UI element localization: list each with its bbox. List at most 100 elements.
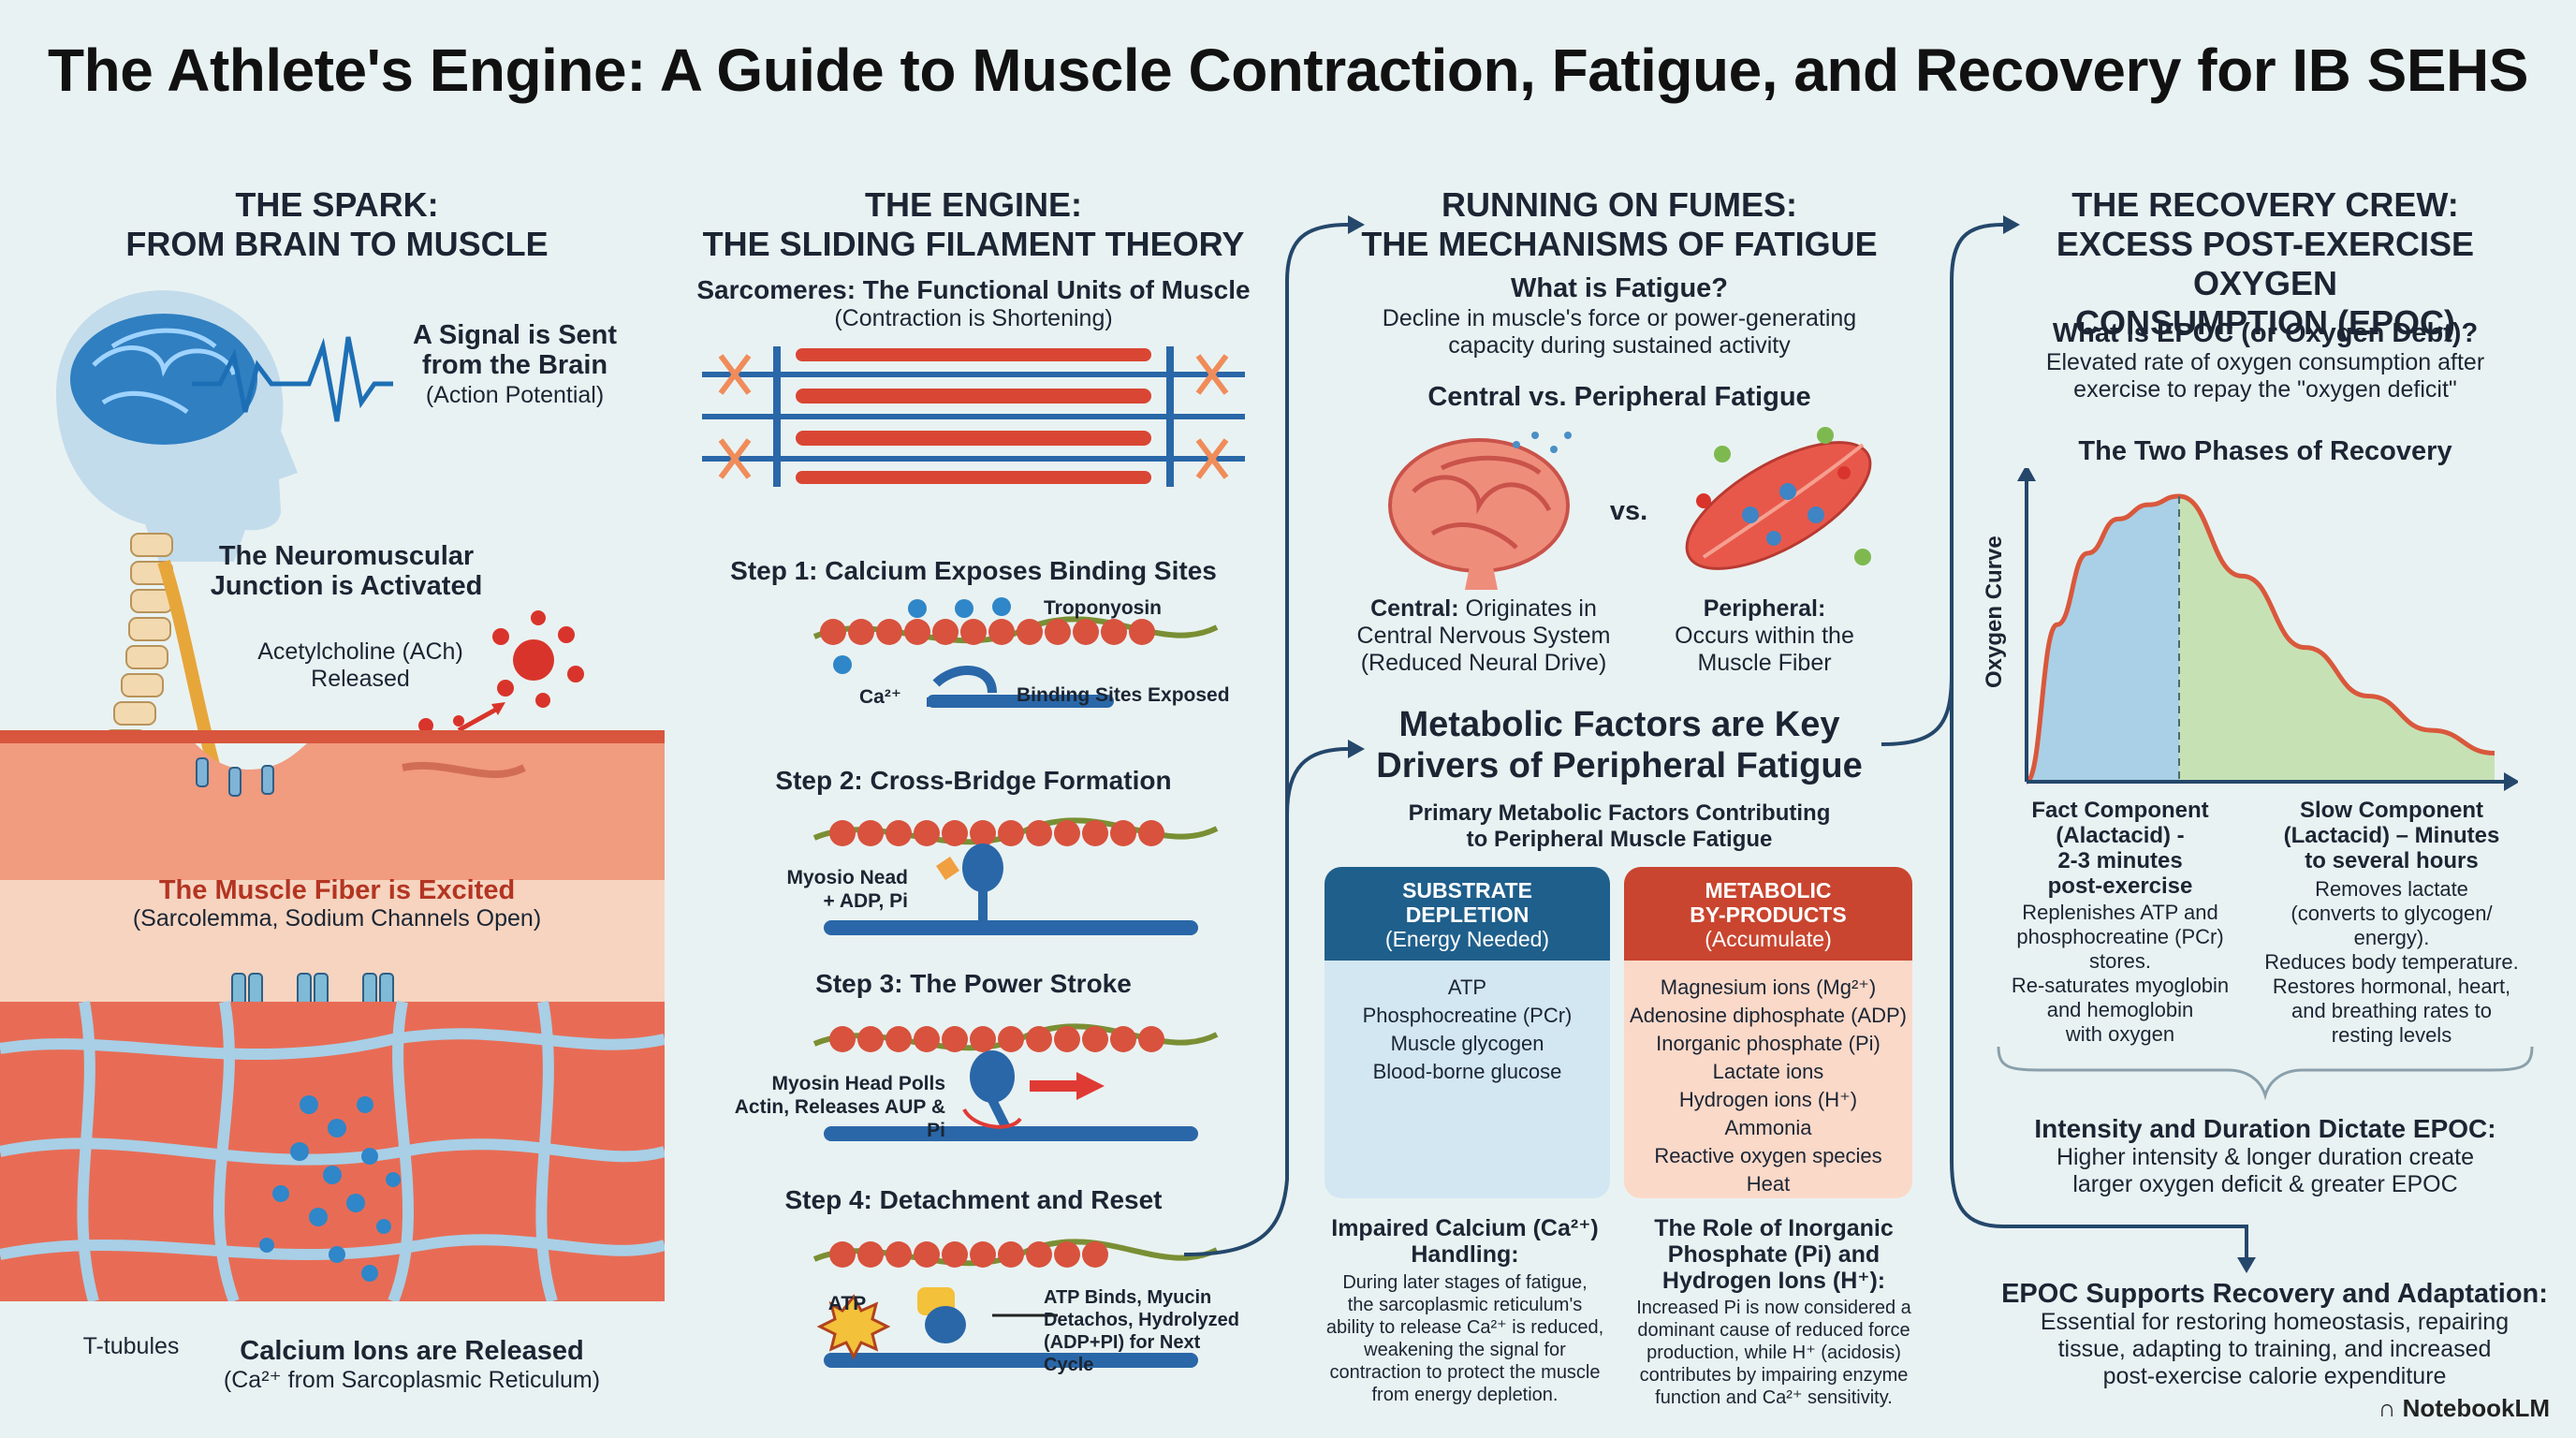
fatigue-definition-line1: Decline in muscle's force or power-gener… — [1382, 305, 1857, 331]
byproducts-head-line1: METABOLIC — [1705, 878, 1832, 902]
substrate-head-line1: SUBSTRATE — [1402, 878, 1532, 902]
nmj-title-line1: The Neuromuscular — [218, 541, 475, 571]
ach-label-line1: Acetylcholine (ACh) — [257, 638, 463, 665]
acetylcholine-molecule-icon — [492, 610, 584, 708]
calcium-ion-label: Ca²⁺ — [859, 686, 901, 708]
peripheral-fatigue-label: Peripheral: — [1703, 595, 1826, 622]
peripheral-fatigue-text: Peripheral: Occurs within the Muscle Fib… — [1647, 595, 1881, 677]
substrate-head-line2: DEPLETION — [1405, 902, 1530, 927]
calcium-release-note: (Ca²⁺ from Sarcoplasmic Reticulum) — [223, 1367, 601, 1393]
primary-factors-subtitle: Primary Metabolic Factors Contributing t… — [1329, 800, 1910, 853]
epoc-what-title: What is EPOC (or Oxygen Debt)? — [2052, 318, 2479, 348]
epoc-definition-line2: exercise to repay the "oxygen deficit" — [2073, 376, 2457, 403]
impaired-calcium-title-line1: Impaired Calcium (Ca²⁺) — [1331, 1215, 1599, 1241]
x-axis-arrow — [2504, 772, 2518, 791]
fatigue-what-title: What is Fatigue? — [1511, 273, 1728, 303]
troponyosin-label: Troponyosin — [1044, 597, 1162, 619]
slow-body-line: Restores hormonal, heart, — [2272, 975, 2511, 998]
fiber-note: (Sarcolemma, Sodium Channels Open) — [132, 905, 542, 932]
phases-title: The Two Phases of Recovery — [2078, 436, 2452, 466]
fast-body-line: with oxygen — [2065, 1022, 2175, 1046]
list-item: Magnesium ions (Mg²⁺) — [1660, 976, 1877, 999]
epoc-definition-line1: Elevated rate of oxygen consumption afte… — [2045, 349, 2485, 375]
step1-title: Step 1: Calcium Exposes Binding Sites — [730, 556, 1217, 585]
col4-header-line3: CONSUMPTION (EPOC) — [2074, 303, 2455, 342]
col4-header-line1: THE RECOVERY CREW: — [2071, 185, 2459, 224]
page-title: The Athlete's Engine: A Guide to Muscle … — [48, 37, 2528, 104]
list-item: Blood-borne glucose — [1372, 1060, 1562, 1083]
spinal-cord — [93, 533, 173, 782]
substrate-depletion-box: SUBSTRATE DEPLETION (Energy Needed) ATP … — [1325, 867, 1610, 1198]
fast-title-line: post-exercise — [2047, 873, 2193, 899]
atp-label: ATP — [827, 1293, 867, 1314]
col4-header-line2: EXCESS POST-EXERCISE OXYGEN — [2056, 225, 2475, 302]
intensity-body: Higher intensity & longer duration creat… — [1984, 1144, 2546, 1198]
intensity-title: Intensity and Duration Dictate EPOC: — [2034, 1114, 2496, 1143]
list-item: Reactive oxygen species — [1654, 1144, 1882, 1167]
central-fatigue-line3: (Reduced Neural Drive) — [1360, 650, 1607, 676]
col1-header-line1: THE SPARK: — [235, 185, 439, 224]
step3-title: Step 3: The Power Stroke — [815, 969, 1132, 998]
supports-line: post-exercise calorie expenditure — [2102, 1363, 2447, 1389]
list-item: Inorganic phosphate (Pi) — [1656, 1032, 1881, 1055]
impaired-calcium-title: Impaired Calcium (Ca²⁺) Handling: — [1310, 1215, 1619, 1268]
slow-component-title: Slow Component (Lactacid) – Minutes to s… — [2251, 798, 2532, 873]
col2-header-line2: THE SLIDING FILAMENT THEORY — [702, 225, 1245, 263]
brain-fatigue-icon — [1388, 432, 1572, 590]
intensity-line2: larger oxygen deficit & greater EPOC — [2072, 1171, 2458, 1197]
primary-factors-line1: Primary Metabolic Factors Contributing — [1408, 800, 1831, 826]
fast-title-line: Fact Component — [2031, 798, 2209, 823]
fast-component-title: Fact Component (Alactacid) - 2-3 minutes… — [1989, 798, 2251, 899]
step2-label-line1: Myosio Nead — [786, 867, 908, 888]
step2-diagram — [812, 817, 1219, 935]
impaired-calcium-body: During later stages of fatigue, the sarc… — [1306, 1271, 1624, 1406]
primary-factors-line2: to Peripheral Muscle Fatigue — [1466, 827, 1773, 852]
col4-header: THE RECOVERY CREW: EXCESS POST-EXERCISE … — [1984, 185, 2546, 343]
binding-sites-label: Binding Sites Exposed — [1017, 684, 1230, 706]
list-item: Hydrogen ions (H⁺) — [1678, 1088, 1858, 1111]
fatigue-definition: Decline in muscle's force or power-gener… — [1329, 305, 1910, 360]
impaired-calcium-line: the sarcoplasmic reticulum's — [1347, 1295, 1583, 1315]
col1-header-line2: FROM BRAIN TO MUSCLE — [125, 225, 549, 263]
logo-text: NotebookLM — [2402, 1394, 2550, 1422]
slow-title-line: Slow Component — [2300, 798, 2483, 823]
metabolic-title: Metabolic Factors are Key Drivers of Per… — [1329, 704, 1910, 786]
pi-hydrogen-title-line2: Phosphate (Pi) and — [1667, 1241, 1881, 1268]
step3-label-line1: Myosin Head Polls — [771, 1073, 945, 1094]
central-vs-peripheral-title: Central vs. Peripheral Fatigue — [1427, 382, 1811, 412]
slow-body-line: resting levels — [2331, 1023, 2452, 1047]
atp-burst-icon — [816, 1294, 891, 1360]
y-axis-arrow — [2017, 468, 2036, 481]
ach-label: Acetylcholine (ACh) Released — [229, 638, 491, 693]
peripheral-fatigue-line2: Muscle Fiber — [1697, 650, 1832, 676]
slow-body-line: (converts to glycogen/ — [2291, 902, 2493, 925]
pi-hydrogen-body: Increased Pi is now considered a dominan… — [1619, 1297, 1928, 1409]
fast-body-line: Re-saturates myoglobin — [2011, 974, 2230, 997]
impaired-calcium-line: ability to release Ca²⁺ is reduced, — [1325, 1317, 1604, 1338]
step4-label-line2: Detachos, Hydrolyzed — [1044, 1310, 1239, 1330]
t-tubules-label: T-tubules — [82, 1333, 180, 1359]
list-item: Ammonia — [1724, 1116, 1812, 1139]
slow-body-line: energy). — [2353, 926, 2430, 949]
step2-title: Step 2: Cross-Bridge Formation — [775, 766, 1172, 795]
y-axis-label: Oxygen Curve — [1984, 536, 2007, 688]
fast-component-area — [2027, 496, 2179, 782]
substrate-list: ATP Phosphocreatine (PCr) Muscle glycoge… — [1325, 961, 1610, 1086]
slow-title-line: to several hours — [2305, 848, 2479, 873]
col1-header: THE SPARK: FROM BRAIN TO MUSCLE — [66, 185, 608, 264]
arrow-col3-to-supports — [1950, 674, 2248, 1259]
slow-title-line: (Lactacid) – Minutes — [2283, 823, 2500, 848]
byproducts-header: METABOLIC BY-PRODUCTS (Accumulate) — [1624, 867, 1912, 961]
calcium-release-title: Calcium Ions are Released — [240, 1336, 584, 1366]
sarcomere-title: Sarcomeres: The Functional Units of Musc… — [696, 275, 1251, 304]
step2-label-line2: + ADP, Pi — [823, 890, 908, 912]
peripheral-fatigue-line1: Occurs within the — [1675, 623, 1854, 649]
pi-hydrogen-line: production, while H⁺ (acidosis) — [1647, 1343, 1901, 1363]
supports-line: tissue, adapting to training, and increa… — [2057, 1336, 2492, 1362]
fast-body-line: and hemoglobin — [2046, 998, 2194, 1021]
pi-hydrogen-title-line1: The Role of Inorganic — [1654, 1215, 1894, 1241]
arrow-col2-to-col3 — [1183, 223, 1349, 1256]
notebooklm-logo: ∩ NotebookLM — [2378, 1394, 2550, 1423]
slow-body-line: Removes lactate — [2315, 877, 2468, 901]
metabolic-title-line2: Drivers of Peripheral Fatigue — [1376, 746, 1863, 785]
